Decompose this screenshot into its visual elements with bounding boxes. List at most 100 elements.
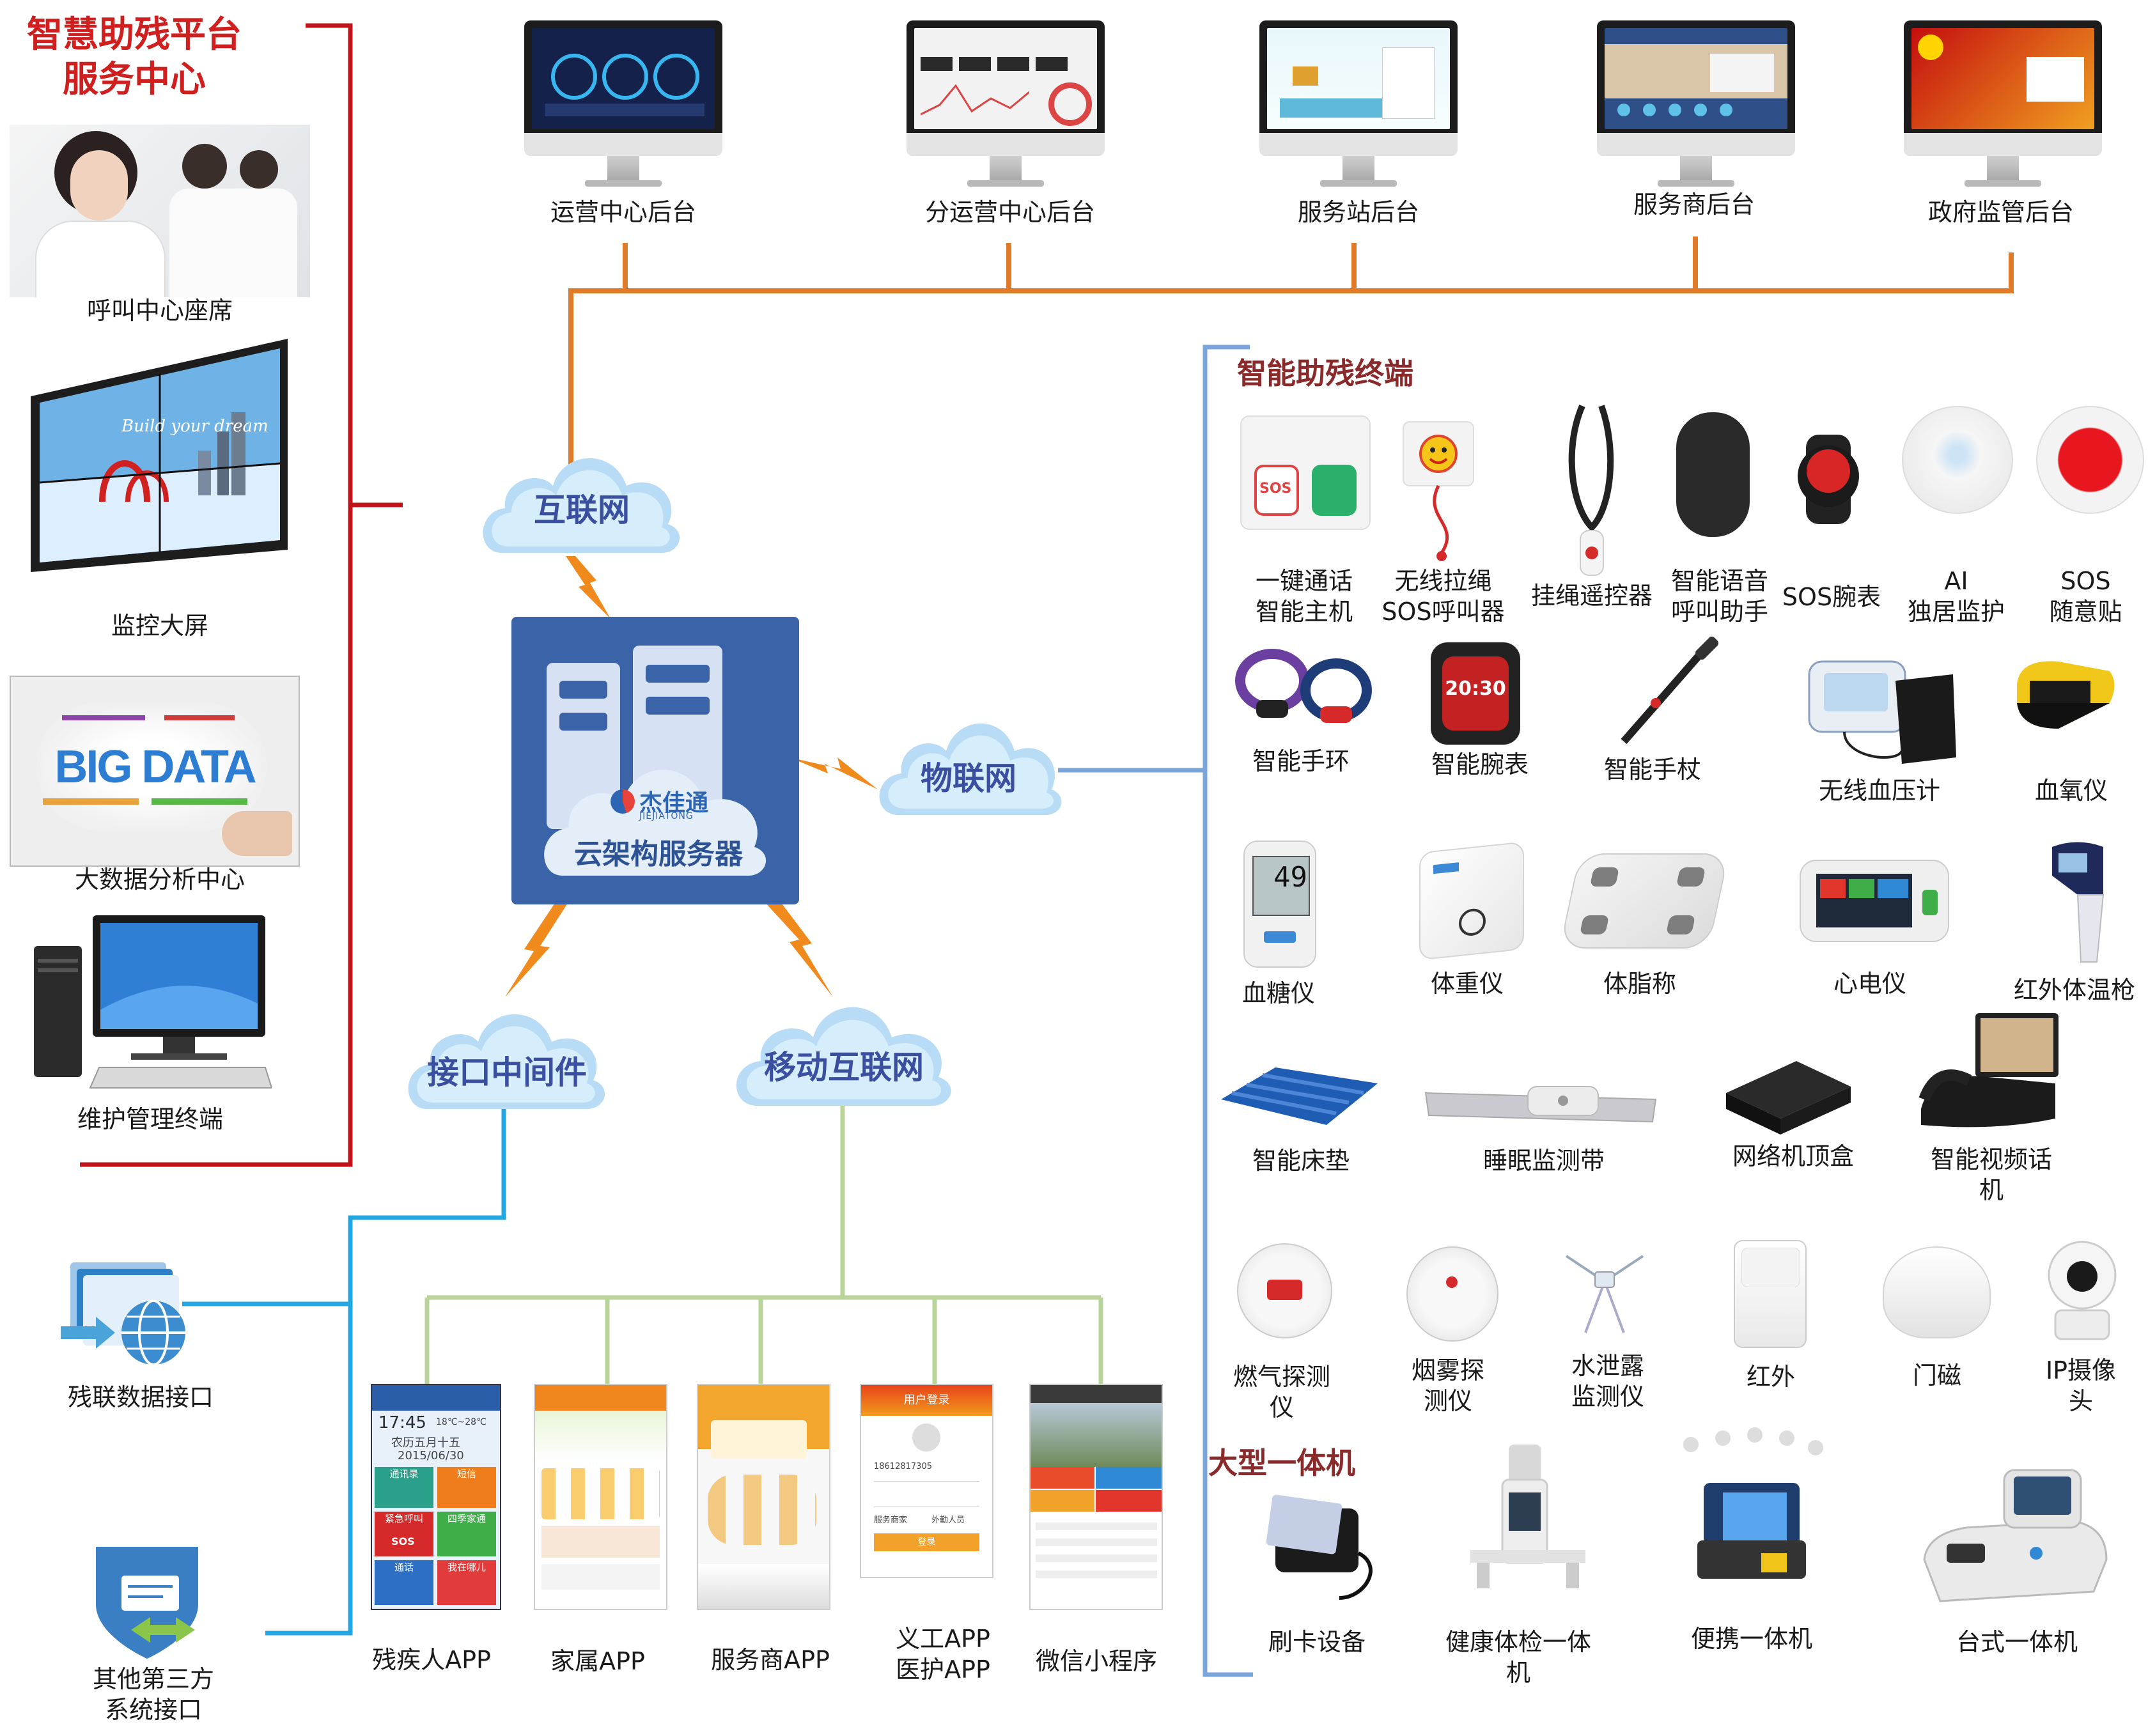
big-data-label: 大数据分析中心 (74, 865, 245, 894)
voice-call-assistant-device[interactable] (1676, 412, 1750, 537)
app-emergency-tile[interactable]: 紧急呼叫 (375, 1512, 433, 1556)
ip-camera-icon (2048, 1241, 2117, 1340)
platform-title-line1: 智慧助残平台 (27, 14, 242, 56)
terminal-label-8: 智能手环 (1252, 747, 1350, 775)
glucose-meter-device[interactable]: 49 (1243, 841, 1316, 968)
weight-scale-device[interactable] (1419, 841, 1524, 961)
blue-terminal-bracket (1202, 345, 1253, 1677)
app-sos-badge: SOS (391, 1535, 415, 1547)
app-sms-tile[interactable]: 短信 (437, 1467, 496, 1508)
smart-watch-device[interactable]: 20:30 (1431, 642, 1520, 745)
lightning-icon-top (566, 556, 611, 619)
app-where-tile[interactable]: 我在哪儿 (437, 1560, 496, 1605)
gas-detector-device[interactable] (1237, 1243, 1332, 1338)
large-machine-label-3: 便携一体机 (1690, 1625, 1812, 1653)
app-call-tile[interactable]: 通话 (375, 1560, 433, 1605)
backend-label-5: 政府监管后台 (1927, 198, 2074, 226)
maintenance-terminal-image (34, 915, 272, 1089)
terminal-label-16: 心电仪 (1833, 970, 1906, 998)
cloud-mobile (736, 1007, 951, 1106)
water-leak-monitor-icon (1565, 1255, 1644, 1333)
interface-label-1: 残联数据接口 (67, 1383, 214, 1411)
server-brand-en: JIEJIATONG (639, 811, 694, 821)
app-date: 2015/06/30 (398, 1449, 464, 1462)
provider-app-screen[interactable] (697, 1384, 830, 1610)
disabled-app-screen[interactable]: 17:45 18℃~28℃ 农历五月十五 2015/06/30 通讯录 短信 紧… (371, 1384, 501, 1610)
wechat-mini-program-screen[interactable] (1029, 1384, 1163, 1610)
call-center-photo (10, 125, 310, 297)
app-contacts-tile[interactable]: 通讯录 (375, 1467, 433, 1508)
lightning-icon-bottom-left (505, 901, 569, 997)
terminal-label-17: 红外体温枪 (2013, 976, 2135, 1004)
cloud-iot-label: 物联网 (921, 760, 1016, 797)
jiejiatong-logo-icon (611, 789, 635, 814)
terminal-label-12: 血氧仪 (2034, 777, 2108, 805)
watch-time-text: 20:30 (1445, 678, 1506, 700)
backend-monitor-4[interactable] (1597, 20, 1795, 193)
call-center-label: 呼叫中心座席 (86, 297, 233, 325)
volunteer-phone-field[interactable]: 18612817305 (874, 1462, 979, 1482)
smart-mattress-icon (1221, 1067, 1378, 1125)
ai-solo-care-device[interactable] (1902, 406, 2013, 514)
disabled-federation-interface-icon (61, 1262, 185, 1366)
backend-monitor-1[interactable] (524, 20, 722, 193)
platform-title-line2: 服务中心 (63, 59, 206, 100)
door-sensor-device[interactable] (1883, 1246, 1991, 1338)
large-machine-label-2: 健康体检一体 机 (1445, 1628, 1591, 1687)
terminal-label-4: 智能语音 呼叫助手 (1670, 567, 1768, 626)
infrared-sensor-device[interactable] (1734, 1240, 1807, 1348)
one-key-call-host-device[interactable]: SOS (1240, 415, 1371, 530)
terminal-label-15: 体脂称 (1603, 970, 1676, 998)
volunteer-role-provider[interactable]: 服务商家 (874, 1515, 908, 1525)
cloud-iot (879, 723, 1062, 815)
large-machine-label-4: 台式一体机 (1956, 1628, 2078, 1656)
terminal-label-14: 体重仪 (1430, 970, 1504, 998)
sos-button-text: SOS (1259, 481, 1292, 497)
app-family-tile[interactable]: 四季家通 (437, 1512, 496, 1556)
terminal-label-7: SOS 随意贴 (2049, 567, 2122, 626)
app-label-2: 家属APP (550, 1647, 645, 1675)
app-clock: 17:45 (378, 1413, 426, 1432)
oximeter-icon (2017, 661, 2115, 729)
big-data-image: BIG DATA (10, 676, 300, 867)
large-machine-label-1: 刷卡设备 (1268, 1628, 1366, 1656)
card-swipe-device-icon (1266, 1494, 1373, 1600)
lightning-icon-right (790, 757, 878, 789)
video-wall-text: Build your dream (121, 417, 268, 436)
health-checkup-kiosk-icon (1470, 1445, 1585, 1588)
volunteer-app-screen[interactable]: 用户登录 18612817305 服务商家 外勤人员 登录 (860, 1384, 993, 1578)
wireless-pull-cord-icon (1403, 421, 1474, 561)
terminal-label-19: 睡眠监测带 (1483, 1147, 1605, 1175)
desktop-all-in-one-icon (1923, 1469, 2108, 1602)
ecg-device[interactable] (1800, 860, 1949, 942)
backend-monitor-5[interactable] (1904, 20, 2102, 193)
volunteer-role-field[interactable]: 外勤人员 (931, 1515, 965, 1525)
maintenance-terminal-label: 维护管理终端 (77, 1105, 223, 1133)
orange-bus-line (568, 252, 2014, 476)
cloud-server[interactable]: 杰佳通 JIEJIATONG 云架构服务器 (511, 617, 799, 904)
terminal-label-13: 血糖仪 (1241, 979, 1315, 1007)
third-party-interface-icon (96, 1547, 198, 1659)
video-wall-image: Build your dream (31, 339, 288, 572)
backend-label-3: 服务站后台 (1297, 198, 1419, 226)
terminal-label-26: 门磁 (1912, 1361, 1961, 1390)
server-label: 云架构服务器 (574, 838, 743, 871)
app-label-1: 残疾人APP (372, 1646, 491, 1674)
terminal-label-11: 无线血压计 (1818, 777, 1940, 805)
cloud-mobile-label: 移动互联网 (764, 1049, 924, 1086)
terminal-label-1: 一键通话 智能主机 (1255, 567, 1353, 626)
family-app-screen[interactable] (534, 1384, 667, 1610)
smoke-detector-device[interactable] (1406, 1246, 1498, 1342)
app-temp: 18℃~28℃ (436, 1417, 486, 1427)
sos-sticker-device[interactable] (2036, 406, 2144, 514)
volunteer-login-button[interactable]: 登录 (874, 1533, 979, 1551)
interface-label-2: 其他第三方 系统接口 (92, 1665, 214, 1724)
body-fat-scale-device[interactable] (1559, 853, 1729, 949)
backend-monitor-2[interactable] (907, 20, 1105, 193)
terminals-title: 智能助残终端 (1237, 356, 1413, 391)
smart-band-icon (1235, 649, 1372, 723)
terminal-label-18: 智能床垫 (1252, 1147, 1350, 1175)
cyan-interface-line (265, 1099, 506, 1636)
backend-monitor-3[interactable] (1259, 20, 1458, 193)
video-wall-label: 监控大屏 (111, 612, 208, 640)
